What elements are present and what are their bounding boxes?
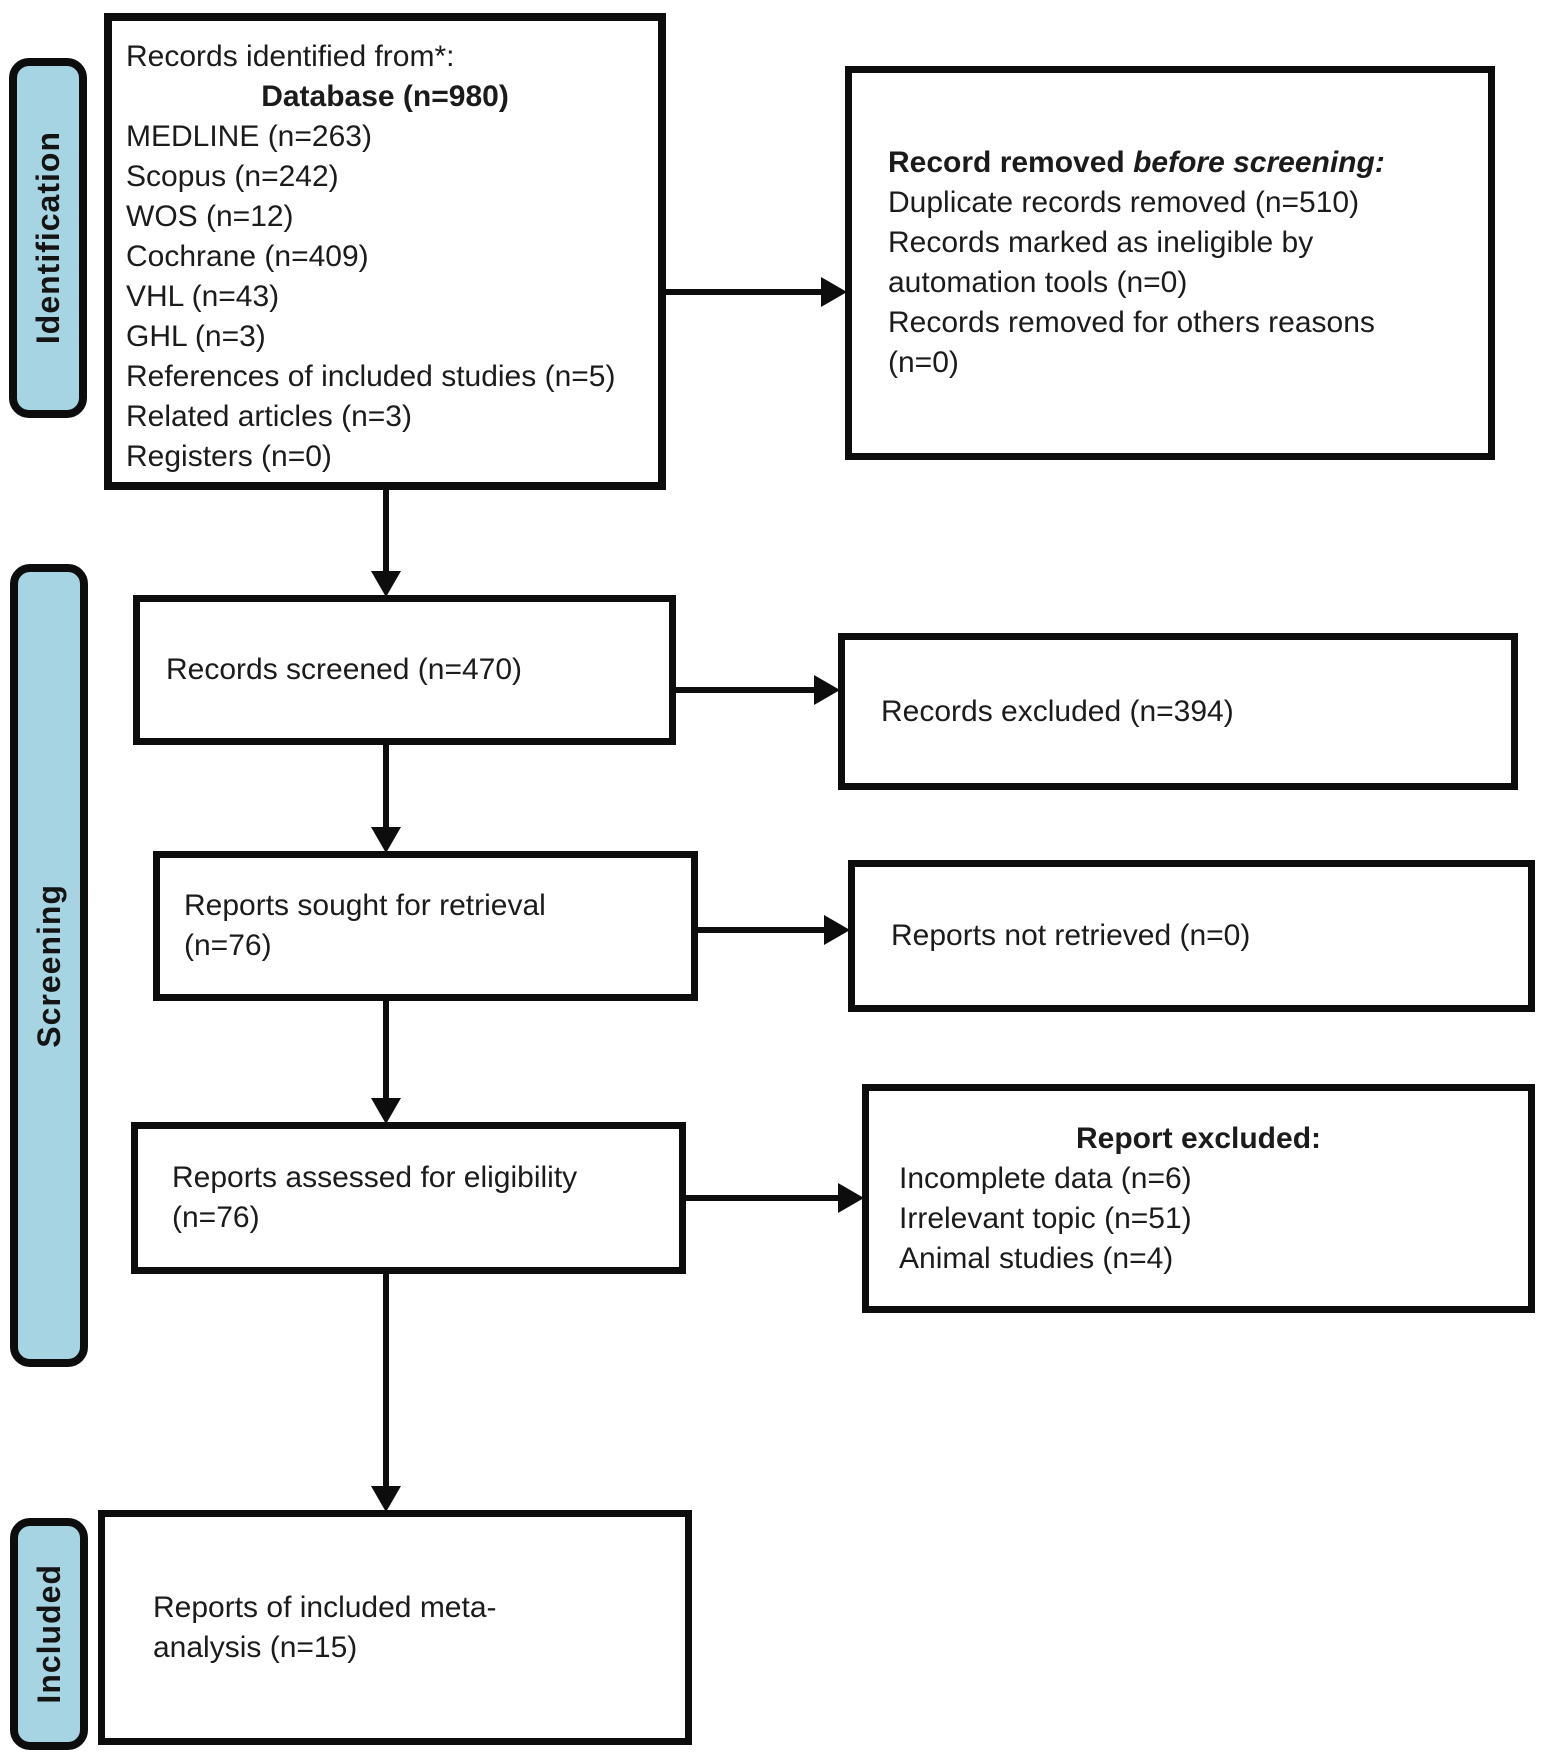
included-reports-line: analysis (n=15) — [153, 1630, 358, 1664]
stage-tab-included: Included — [10, 1518, 88, 1750]
arrowhead-right-icon — [824, 915, 850, 945]
source-item: GHL (n=3) — [126, 320, 266, 353]
removed-reason-line: (n=0) — [888, 346, 959, 379]
arrow-sought-to-not-retrieved — [698, 927, 826, 933]
stage-tab-identification-label: Identification — [29, 131, 66, 345]
source-item: MEDLINE (n=263) — [126, 120, 372, 153]
arrowhead-down-icon — [371, 1098, 401, 1124]
stage-tab-screening: Screening — [10, 564, 88, 1367]
box-records-excluded: Records excluded (n=394) — [838, 633, 1518, 790]
box-records-removed-before-screening: Record removed before screening: Duplica… — [845, 66, 1495, 460]
source-item: Related articles (n=3) — [126, 400, 412, 433]
box-reports-not-retrieved: Reports not retrieved (n=0) — [848, 860, 1535, 1012]
report-excluded-heading: Report excluded: — [1075, 1121, 1322, 1155]
arrow-identified-to-screened — [383, 490, 389, 573]
stage-tab-identification: Identification — [9, 58, 87, 418]
records-screened-label: Records screened (n=470) — [166, 653, 523, 686]
source-item: WOS (n=12) — [126, 200, 294, 233]
reports-assessed-line: (n=76) — [172, 1201, 260, 1234]
box-records-screened: Records screened (n=470) — [133, 595, 676, 745]
reports-assessed-line: Reports assessed for eligibility — [172, 1161, 578, 1194]
arrowhead-down-icon — [371, 827, 401, 853]
arrow-assessed-to-report-excluded — [686, 1195, 840, 1201]
removed-reason-line: automation tools (n=0) — [888, 266, 1188, 299]
arrow-assessed-to-included — [383, 1274, 389, 1488]
box-report-excluded: Report excluded: Incomplete data (n=6) I… — [862, 1084, 1535, 1313]
reports-not-retrieved-label: Reports not retrieved (n=0) — [891, 919, 1251, 952]
arrowhead-right-icon — [814, 675, 840, 705]
removed-reason-line: Duplicate records removed (n=510) — [888, 186, 1360, 219]
removed-reason-line: Records removed for others reasons — [888, 306, 1375, 339]
stage-tab-screening-label: Screening — [30, 883, 67, 1048]
arrow-screened-to-sought — [383, 745, 389, 829]
included-reports-line: Reports of included meta- — [153, 1590, 497, 1624]
arrowhead-down-icon — [371, 1486, 401, 1512]
exclusion-reason-line: Irrelevant topic (n=51) — [899, 1201, 1192, 1235]
box-records-identified: Records identified from*: Database (n=98… — [104, 13, 666, 490]
exclusion-reason-line: Animal studies (n=4) — [899, 1241, 1174, 1275]
records-identified-database-total: Database (n=980) — [261, 80, 509, 113]
records-identified-intro: Records identified from*: — [126, 40, 455, 73]
arrowhead-right-icon — [821, 277, 847, 307]
arrow-screened-to-excluded — [676, 687, 816, 693]
records-removed-heading-part2: before screening: — [1133, 146, 1385, 179]
exclusion-reason-line: Incomplete data (n=6) — [899, 1161, 1192, 1195]
arrow-identified-to-removed — [666, 289, 823, 295]
source-item: Registers (n=0) — [126, 440, 332, 473]
stage-tab-included-label: Included — [30, 1564, 67, 1704]
box-reports-assessed: Reports assessed for eligibility (n=76) — [131, 1122, 686, 1274]
records-removed-heading-part1: Record removed — [888, 146, 1134, 179]
source-item: References of included studies (n=5) — [126, 360, 616, 393]
reports-sought-line: Reports sought for retrieval — [184, 889, 546, 922]
records-removed-heading: Record removed before screening: — [888, 143, 1474, 183]
box-included-reports: Reports of included meta- analysis (n=15… — [98, 1510, 692, 1745]
arrow-sought-to-assessed — [383, 1001, 389, 1100]
source-item: VHL (n=43) — [126, 280, 280, 313]
reports-sought-line: (n=76) — [184, 929, 272, 962]
arrowhead-down-icon — [371, 571, 401, 597]
box-reports-sought: Reports sought for retrieval (n=76) — [153, 851, 698, 1001]
removed-reason-line: Records marked as ineligible by — [888, 226, 1314, 259]
source-item: Cochrane (n=409) — [126, 240, 369, 273]
arrowhead-right-icon — [838, 1183, 864, 1213]
records-excluded-label: Records excluded (n=394) — [881, 694, 1234, 728]
source-item: Scopus (n=242) — [126, 160, 339, 193]
